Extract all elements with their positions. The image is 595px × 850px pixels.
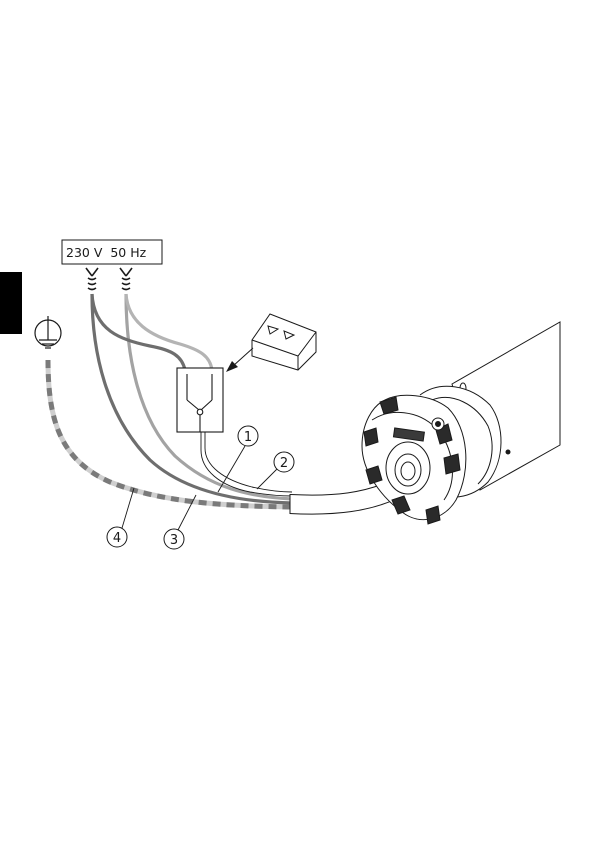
remote-control-icon [252, 314, 316, 370]
switch-feed-right [126, 294, 212, 370]
supply-label-text: 230 V 50 Hz [66, 245, 147, 260]
terminal-right [120, 268, 132, 290]
svg-text:4: 4 [113, 531, 121, 546]
callout-3: 3 [164, 529, 184, 549]
svg-text:2: 2 [280, 456, 288, 471]
supply-label: 230 V 50 Hz [62, 240, 162, 264]
svg-text:3: 3 [170, 533, 178, 548]
callout-4: 4 [107, 527, 127, 547]
switch-feed-left [92, 294, 185, 370]
remote-arrow [226, 348, 253, 372]
terminal-left [86, 268, 98, 290]
callout-2: 2 [274, 452, 294, 472]
svg-text:1: 1 [244, 430, 252, 445]
earth-ground-icon [35, 316, 61, 348]
double-switch-icon [177, 368, 223, 432]
callout-1: 1 [238, 426, 258, 446]
tubular-motor-icon [362, 322, 560, 524]
